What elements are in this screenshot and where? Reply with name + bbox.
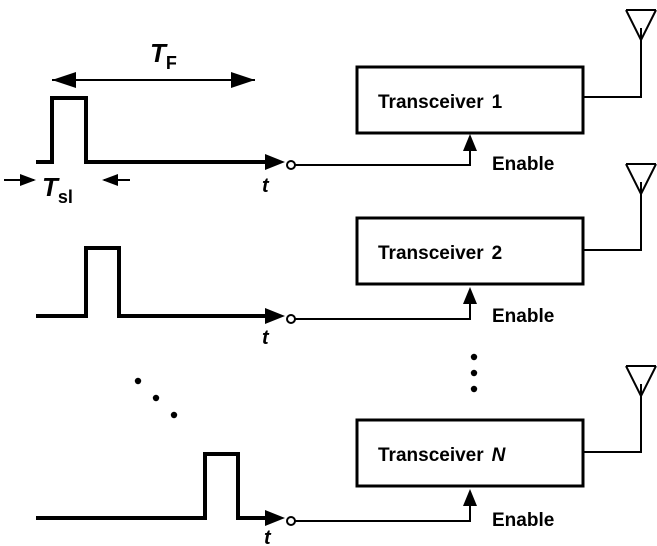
timing-row-2: t (36, 246, 285, 349)
antenna-feed-n (583, 384, 642, 453)
enable-arrow-1 (463, 134, 477, 151)
enable-label-1: Enable (492, 154, 554, 175)
enable-wire-1 (295, 144, 471, 166)
slot-width-label: Tsl (42, 172, 73, 207)
enable-label-2: Enable (492, 306, 554, 327)
timing-row-n: t (36, 452, 285, 546)
slot-arrow-left-head (20, 174, 36, 186)
antenna-icon-2 (625, 163, 657, 197)
antenna-icon-n (625, 365, 657, 399)
antenna-feed-2 (583, 182, 642, 251)
diagonal-ellipsis (134, 377, 178, 419)
input-terminal-2 (286, 314, 296, 324)
enable-label-n: Enable (492, 510, 554, 531)
frame-arrow-right-head (231, 72, 255, 88)
enable-arrow-n (463, 489, 477, 506)
frame-arrow-left-head (52, 72, 76, 88)
time-arrow-1 (265, 154, 285, 170)
pulse-waveform-1 (36, 96, 265, 164)
vertical-ellipsis (470, 353, 478, 393)
input-terminal-n (286, 516, 296, 526)
time-arrow-2 (265, 308, 285, 324)
transceiver-box-1 (355, 65, 585, 135)
frame-period-label: TF (150, 38, 177, 73)
enable-wire-n (295, 499, 471, 522)
antenna-feed-1 (583, 28, 642, 98)
pulse-waveform-n (36, 452, 265, 520)
enable-wire-2 (295, 297, 471, 320)
antenna-icon-1 (625, 9, 657, 43)
transceiver-box-2 (355, 216, 585, 286)
time-label-n: t (264, 527, 272, 546)
time-label-2: t (262, 327, 270, 349)
input-terminal-1 (286, 160, 296, 170)
timing-row-1: t TF Tsl (4, 38, 285, 207)
slot-arrow-right-head (102, 174, 118, 186)
enable-arrow-2 (463, 287, 477, 304)
time-arrow-n (265, 510, 285, 526)
pulse-waveform-2 (36, 246, 265, 318)
time-label-1: t (262, 175, 270, 197)
